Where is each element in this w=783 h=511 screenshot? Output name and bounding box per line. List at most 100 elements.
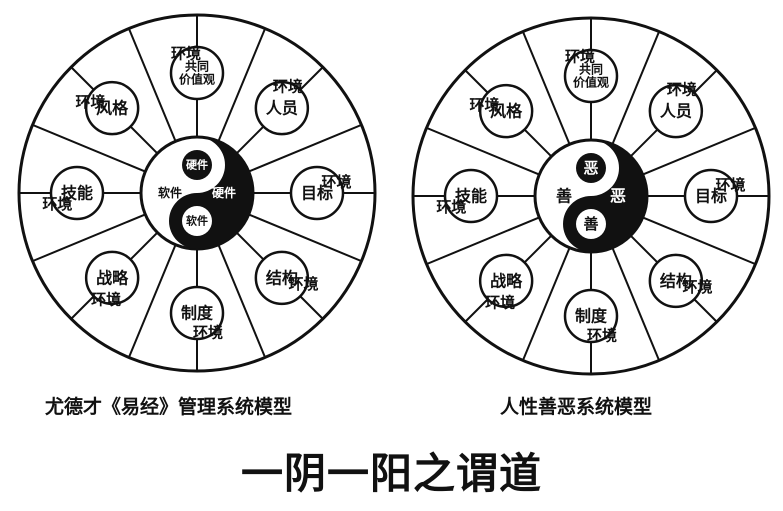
node-connector xyxy=(235,231,265,261)
factor-node-label: 人员 xyxy=(660,102,692,121)
factor-node-label: 共同 xyxy=(185,58,209,73)
management-model: 共同价值观人员目标结构制度战略技能风格环境环境环境环境环境环境环境环境硬件软件软… xyxy=(17,13,377,373)
node-connector xyxy=(523,128,553,158)
right-model-caption: 人性善恶系统模型 xyxy=(500,396,653,418)
node-connector xyxy=(70,295,95,320)
segment-divider xyxy=(32,213,146,263)
factor-node xyxy=(563,48,619,104)
factor-node-label: 价值观 xyxy=(179,72,215,87)
environment-label: 环境 xyxy=(436,198,466,216)
environment-label: 环境 xyxy=(667,81,697,99)
segment-divider xyxy=(217,28,267,142)
left-model-caption: 尤德才《易经》管理系统模型 xyxy=(45,396,293,418)
factor-node-label: 制度 xyxy=(575,307,608,326)
factor-node xyxy=(84,80,140,136)
environment-label: 环境 xyxy=(193,324,223,342)
factor-node-label: 制度 xyxy=(181,304,214,323)
yin-dot xyxy=(576,153,606,183)
factor-node xyxy=(169,45,225,101)
factor-node-label: 人员 xyxy=(266,99,298,118)
yin-yang-symbol: 恶善善恶 xyxy=(533,138,649,254)
node-connector xyxy=(464,298,489,323)
environment-label: 环境 xyxy=(42,195,72,213)
node-connector xyxy=(693,69,718,94)
segment-divider xyxy=(32,123,146,173)
center-top-label: 硬件 xyxy=(186,158,208,172)
segment-divider xyxy=(611,31,661,145)
factor-node xyxy=(84,250,140,306)
environment-label: 环境 xyxy=(91,290,121,308)
center-right-label: 硬件 xyxy=(212,185,236,200)
yang-dot xyxy=(182,206,212,236)
factor-node-label: 结构 xyxy=(659,271,692,290)
factor-node-label: 目标 xyxy=(301,184,333,203)
environment-label: 环境 xyxy=(273,78,303,96)
node-connector xyxy=(464,69,489,94)
node-connector xyxy=(129,231,159,261)
factor-node-label: 技能 xyxy=(61,184,93,203)
environment-label: 环境 xyxy=(288,275,318,293)
node-connector xyxy=(523,234,553,264)
factor-node xyxy=(683,168,739,224)
factor-node xyxy=(169,285,225,341)
segment-divider xyxy=(426,216,540,266)
factor-node xyxy=(648,253,704,309)
center-top-label: 恶 xyxy=(583,159,598,177)
page-title: 一阴一阳之谓道 xyxy=(240,449,542,498)
environment-label: 环境 xyxy=(716,176,746,194)
factor-node-label: 风格 xyxy=(490,102,523,121)
factor-node xyxy=(289,165,345,221)
segment-divider xyxy=(217,244,267,358)
center-left-label: 善 xyxy=(556,187,572,206)
environment-label: 环境 xyxy=(485,293,515,311)
node-connector xyxy=(629,234,659,264)
factor-node xyxy=(478,253,534,309)
segment-divider xyxy=(127,244,177,358)
node-connector xyxy=(129,125,159,155)
segment-divider xyxy=(521,247,571,361)
factor-node xyxy=(648,83,704,139)
factor-node xyxy=(254,80,310,136)
factor-node-label: 技能 xyxy=(455,187,487,206)
node-connector xyxy=(299,66,324,91)
factor-node xyxy=(254,250,310,306)
factor-node-label: 结构 xyxy=(265,268,298,287)
node-connector xyxy=(235,125,265,155)
yang-dot xyxy=(576,209,606,239)
segment-divider xyxy=(611,247,661,361)
factor-node-label: 战略 xyxy=(96,268,129,287)
center-bottom-label: 善 xyxy=(583,215,598,233)
environment-label: 环境 xyxy=(587,327,617,345)
factor-node xyxy=(443,168,499,224)
factor-node-label: 目标 xyxy=(695,187,727,206)
center-right-label: 恶 xyxy=(610,187,626,206)
factor-node xyxy=(49,165,105,221)
segment-divider xyxy=(642,216,756,266)
segment-divider xyxy=(426,126,540,176)
segment-divider xyxy=(521,31,571,145)
node-connector xyxy=(693,298,718,323)
yin-dot xyxy=(182,150,212,180)
factor-node-label: 战略 xyxy=(490,271,523,290)
segment-divider xyxy=(248,213,362,263)
good-evil-model: 共同价值观人员目标结构制度战略技能风格环境环境环境环境环境环境环境环境恶善善恶 xyxy=(411,16,771,376)
factor-node-label: 共同 xyxy=(579,61,603,76)
environment-label: 环境 xyxy=(322,173,352,191)
environment-label: 环境 xyxy=(76,93,106,111)
factor-node-label: 价值观 xyxy=(573,75,609,90)
environment-label: 环境 xyxy=(682,278,712,296)
environment-label: 环境 xyxy=(470,96,500,114)
segment-divider xyxy=(248,123,362,173)
factor-node-label: 风格 xyxy=(96,99,129,118)
node-connector xyxy=(70,66,95,91)
yin-yang-symbol: 硬件软件软件硬件 xyxy=(139,135,255,251)
node-connector xyxy=(299,295,324,320)
factor-node xyxy=(563,288,619,344)
center-bottom-label: 软件 xyxy=(186,214,208,228)
segment-divider xyxy=(642,126,756,176)
environment-label: 环境 xyxy=(565,47,595,65)
node-connector xyxy=(629,128,659,158)
factor-node xyxy=(478,83,534,139)
